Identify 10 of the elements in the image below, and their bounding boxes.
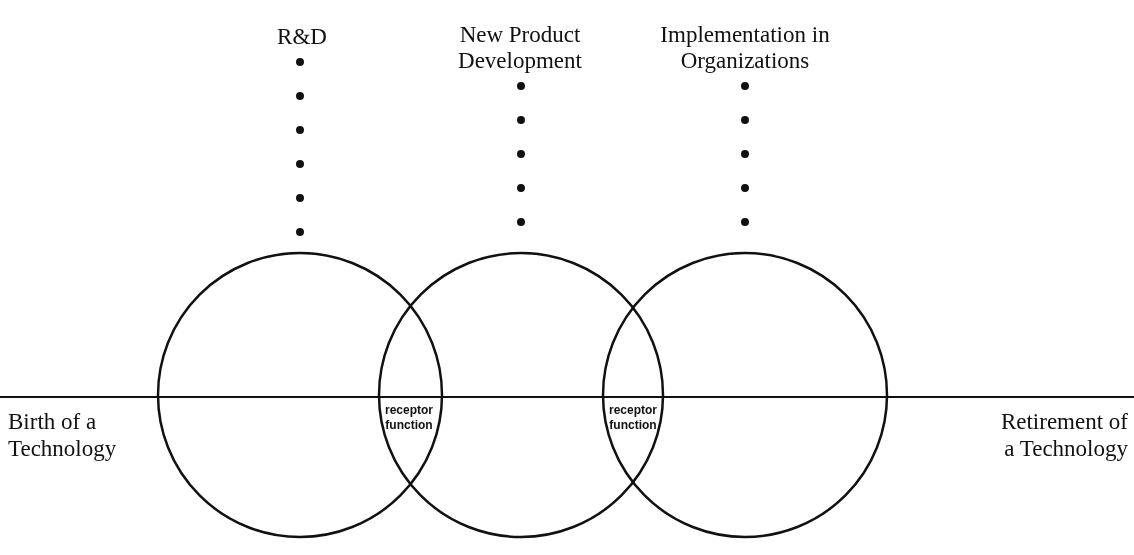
timeline-end-label: Retirement of a Technology [999, 408, 1128, 462]
stage-label: R&D [262, 24, 342, 50]
stage-label: Implementation in Organizations [645, 22, 845, 74]
timeline-start-label: Birth of a Technology [8, 408, 118, 462]
circle [377, 251, 665, 539]
overlap-label: receptor function [384, 403, 434, 433]
circle [601, 251, 889, 539]
overlap-label: receptor function [608, 403, 658, 433]
stage-label: New Product Development [430, 22, 610, 74]
circle [156, 251, 444, 539]
